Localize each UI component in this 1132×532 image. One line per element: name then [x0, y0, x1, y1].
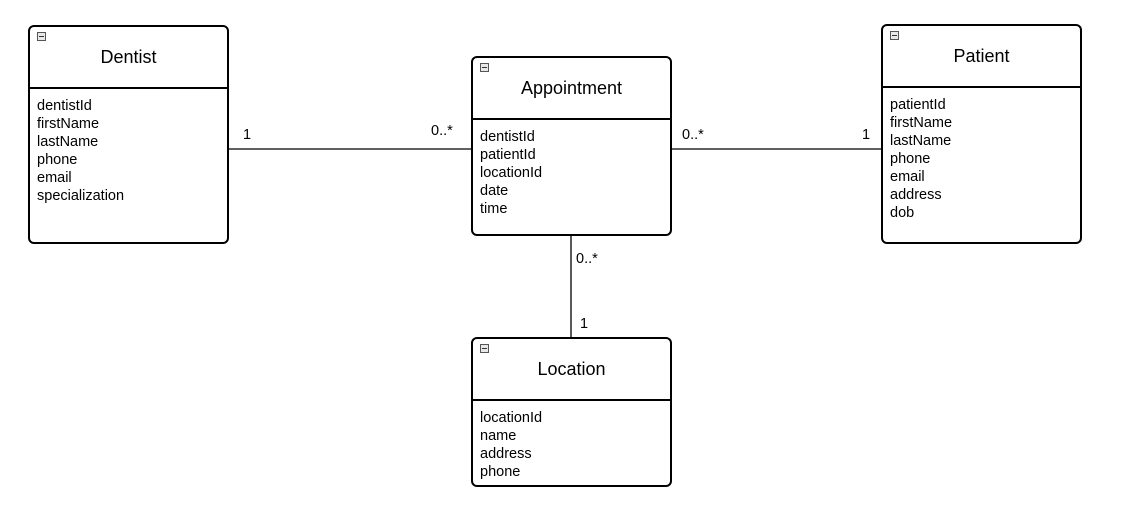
class-appointment-attributes: dentistId patientId locationId date time: [473, 120, 670, 218]
attribute: locationId: [480, 410, 543, 426]
attribute: patientId: [480, 147, 536, 163]
collapse-minus-icon[interactable]: [37, 32, 46, 41]
class-patient[interactable]: Patient patientId firstName lastName pho…: [881, 24, 1082, 244]
collapse-minus-icon[interactable]: [480, 344, 489, 353]
collapse-minus-icon[interactable]: [890, 31, 899, 40]
multiplicity-patient-end: 1: [862, 127, 871, 143]
class-dentist-header: Dentist: [30, 27, 227, 89]
class-appointment-name: Appointment: [520, 77, 623, 98]
class-appointment[interactable]: Appointment dentistId patientId location…: [471, 56, 672, 236]
attribute: phone: [37, 152, 78, 168]
attribute: time: [480, 201, 508, 217]
collapse-minus-icon[interactable]: [480, 63, 489, 72]
class-location-header: Location: [473, 339, 670, 401]
multiplicity-appointment-end-left: 0..*: [431, 123, 453, 139]
attribute: specialization: [37, 188, 125, 204]
attribute: address: [890, 187, 942, 203]
multiplicity-dentist-end: 1: [243, 127, 252, 143]
class-location[interactable]: Location locationId name address phone: [471, 337, 672, 487]
attribute: address: [480, 446, 532, 462]
multiplicity-appointment-end-right: 0..*: [682, 127, 704, 143]
attribute: lastName: [37, 134, 99, 150]
attribute: dob: [890, 205, 915, 221]
class-appointment-header: Appointment: [473, 58, 670, 120]
attribute: email: [37, 170, 72, 186]
attribute: date: [480, 183, 509, 199]
attribute: lastName: [890, 133, 952, 149]
class-location-attributes: locationId name address phone: [473, 401, 670, 481]
class-location-name: Location: [537, 358, 606, 379]
attribute: dentistId: [37, 98, 92, 114]
class-patient-name: Patient: [953, 45, 1010, 66]
attribute: locationId: [480, 165, 543, 181]
attribute: phone: [480, 464, 521, 480]
multiplicity-appointment-end-bottom: 0..*: [576, 251, 598, 267]
class-dentist-name: Dentist: [100, 46, 157, 67]
class-patient-attributes: patientId firstName lastName phone email…: [883, 88, 1080, 222]
class-dentist[interactable]: Dentist dentistId firstName lastName pho…: [28, 25, 229, 244]
class-patient-header: Patient: [883, 26, 1080, 88]
attribute: email: [890, 169, 925, 185]
attribute: name: [480, 428, 517, 444]
class-dentist-attributes: dentistId firstName lastName phone email…: [30, 89, 227, 205]
attribute: firstName: [37, 116, 100, 132]
attribute: firstName: [890, 115, 953, 131]
attribute: phone: [890, 151, 931, 167]
attribute: patientId: [890, 97, 946, 113]
attribute: dentistId: [480, 129, 535, 145]
multiplicity-location-end: 1: [580, 316, 589, 332]
